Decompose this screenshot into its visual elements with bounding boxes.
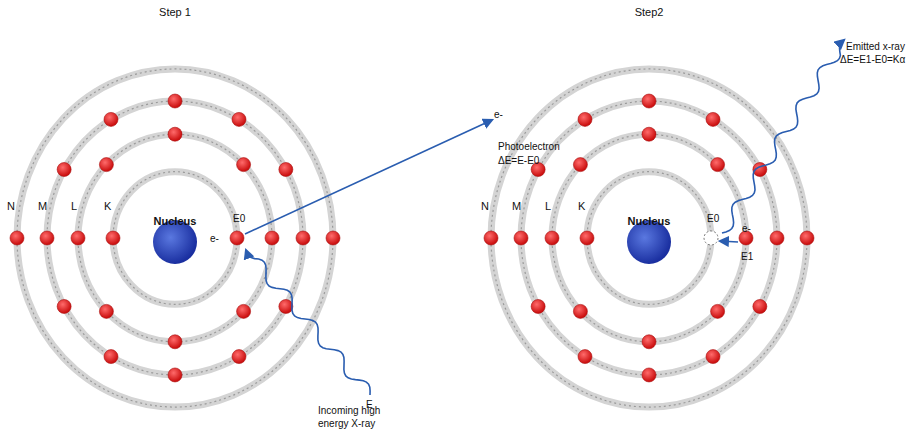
electron [104, 112, 118, 126]
shell-letter: N [481, 200, 489, 213]
electron-shell [587, 172, 711, 305]
shell-letter: M [38, 200, 47, 213]
shell-letter: N [7, 200, 15, 213]
nucleus: Nucleus [619, 208, 679, 268]
step-title: Step 1 [159, 6, 191, 19]
electron-shell [113, 172, 237, 305]
transition-arrow [720, 241, 738, 242]
annotation: e- [210, 232, 219, 245]
electron [265, 231, 279, 245]
shell-texture [78, 134, 272, 342]
electron [168, 368, 182, 382]
nucleus-label: Nucleus [154, 215, 197, 227]
electron [104, 350, 118, 364]
electron [168, 127, 182, 141]
electron [514, 231, 528, 245]
electron [573, 158, 587, 172]
electron [642, 335, 656, 349]
electron [232, 112, 246, 126]
electron [573, 304, 587, 318]
electron [168, 94, 182, 108]
electron [230, 231, 244, 245]
annotation: Photoelectron [498, 140, 560, 153]
electron [99, 158, 113, 172]
electron [99, 304, 113, 318]
electron [578, 112, 592, 126]
electron-shell [78, 134, 272, 342]
electron [642, 94, 656, 108]
electron [484, 231, 498, 245]
electron [578, 350, 592, 364]
electron-shell [17, 69, 333, 407]
electron-shell [552, 134, 746, 342]
shell-texture [47, 101, 303, 375]
electron [237, 158, 251, 172]
annotation: Emitted x-ray [846, 40, 905, 53]
electron [40, 231, 54, 245]
electron-shell [491, 69, 807, 407]
electron [580, 231, 594, 245]
electron [71, 231, 85, 245]
annotation: E0 [233, 212, 245, 225]
step-title: Step2 [635, 6, 664, 19]
electron [706, 350, 720, 364]
incoming-xray-wave [246, 250, 370, 395]
shell-letter: K [104, 200, 111, 213]
nucleus: Nucleus [145, 208, 205, 268]
electron [296, 231, 310, 245]
annotation: E1 [741, 250, 753, 263]
electron [279, 299, 293, 313]
electron [545, 231, 559, 245]
shell-texture [552, 134, 746, 342]
shell-letter: L [71, 200, 77, 213]
shell-letter: M [512, 200, 521, 213]
electron [706, 112, 720, 126]
electron [800, 231, 814, 245]
electron [57, 163, 71, 177]
annotation: ΔE=E-E0 [498, 154, 539, 167]
shell-texture [587, 172, 711, 305]
electron [232, 350, 246, 364]
emitted-xray-wave [722, 40, 844, 233]
annotation: e- [494, 108, 503, 121]
annotation: e- [742, 222, 751, 235]
electron [531, 299, 545, 313]
electron [753, 299, 767, 313]
nucleus-label: Nucleus [628, 215, 671, 227]
shell-letter: L [545, 200, 551, 213]
electron [326, 231, 340, 245]
shell-texture [113, 172, 237, 305]
shell-texture [17, 69, 333, 407]
electron [168, 335, 182, 349]
shell-texture [491, 69, 807, 407]
electron [642, 127, 656, 141]
shell-letter: K [578, 200, 585, 213]
electron [57, 299, 71, 313]
electron [279, 163, 293, 177]
electron [642, 368, 656, 382]
annotation: Incoming high energy X-ray [318, 404, 408, 429]
electron [770, 231, 784, 245]
annotation: ΔE=E1-E0=Kα [840, 53, 905, 66]
electron [711, 158, 725, 172]
annotation: E0 [707, 212, 719, 225]
electron-shell [47, 101, 303, 375]
electron [10, 231, 24, 245]
electron-vacancy [704, 231, 718, 245]
electron [106, 231, 120, 245]
electron [711, 304, 725, 318]
photoelectron-arrow [245, 120, 492, 234]
electron [237, 304, 251, 318]
